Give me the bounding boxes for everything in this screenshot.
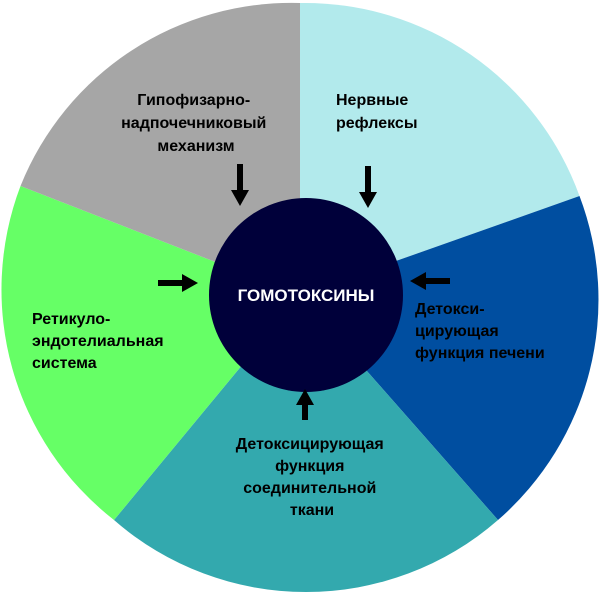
label-line: функция печени (415, 345, 545, 362)
label-nerve-reflexes: Нервные рефлексы (336, 92, 417, 132)
center-node: ГОМОТОКСИНЫ (209, 198, 403, 392)
arrow-right-icon (158, 274, 198, 292)
label-reticuloendothelial: Ретикуло- эндотелиальная система (32, 311, 168, 372)
label-liver-detox: Детокси- цирующая функция печени (415, 301, 545, 362)
arrows-layer (158, 164, 450, 420)
label-line: механизм (157, 138, 234, 155)
label-line: Нервные (336, 92, 408, 109)
label-line: система (32, 355, 97, 372)
label-line: Ретикуло- (32, 311, 110, 328)
label-line: ткани (290, 502, 334, 519)
arrow-left-icon (410, 272, 450, 290)
center-circle (209, 198, 403, 392)
label-line: рефлексы (336, 115, 417, 132)
label-line: Гипофизарно- (137, 92, 250, 109)
segment-connective-tissue (114, 295, 498, 592)
arrow-up-icon (296, 389, 314, 420)
arrow-down-icon (359, 166, 377, 208)
segment-nerve-reflexes (300, 2, 580, 295)
label-line: соединительной (243, 480, 376, 497)
segment-pituitary-adrenal (20, 2, 300, 295)
label-pituitary-adrenal: Гипофизарно- надпочечниковый механизм (121, 92, 271, 155)
label-line: Детокси- (415, 301, 485, 318)
labels-layer: Нервные рефлексы Детокси- цирующая функц… (32, 92, 545, 519)
label-line: эндотелиальная (32, 333, 164, 350)
label-connective-tissue: Детоксицирующая функция соединительной т… (236, 436, 388, 519)
arrow-down-icon (231, 164, 249, 206)
center-label: ГОМОТОКСИНЫ (238, 286, 375, 305)
label-line: Детоксицирующая (236, 436, 384, 453)
label-line: функция (275, 458, 344, 475)
label-line: цирующая (415, 323, 499, 340)
label-line: надпочечниковый (121, 115, 266, 132)
